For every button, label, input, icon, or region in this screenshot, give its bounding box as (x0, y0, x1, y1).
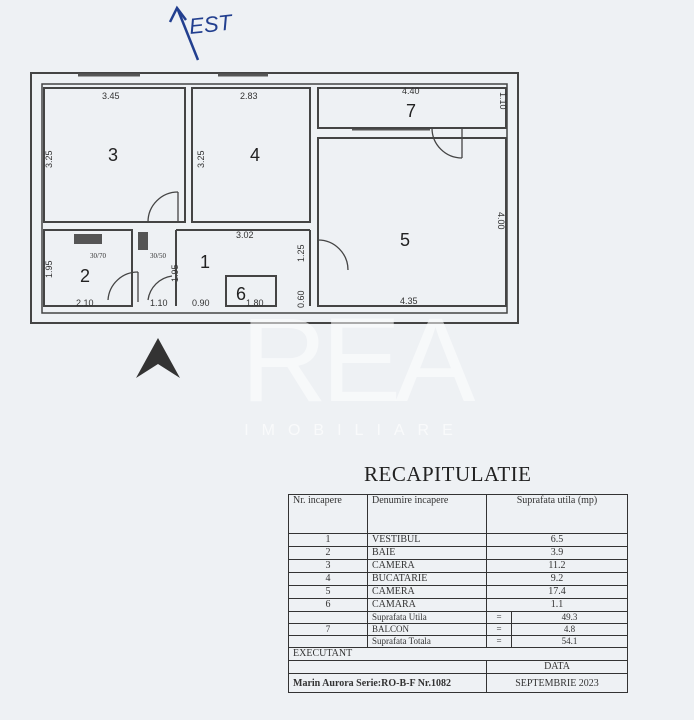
sum-totala-eq: = (486, 635, 512, 648)
watermark-subtitle: IMOBILIARE (244, 422, 466, 439)
author-serie: Serie:RO-B-F Nr.1082 (356, 677, 451, 689)
recap-title: RECAPITULATIE (364, 462, 532, 486)
row-nr: 5 (288, 585, 368, 599)
row-nr: 3 (288, 559, 368, 573)
dim-balcony-width: 4.40 (402, 86, 420, 96)
floor-plan: EST (30, 5, 519, 378)
row-name: CAMERA (367, 559, 487, 573)
row-area: 17.4 (486, 585, 628, 599)
outer-wall (30, 72, 519, 324)
dim-door-width: 1.10 (150, 298, 168, 308)
row-nr: 1 (288, 533, 368, 547)
dim-180: 1.80 (246, 298, 264, 308)
dim-room5-width: 4.35 (400, 296, 418, 306)
row-name: CAMARA (367, 598, 487, 612)
fixture-size-a: 30/70 (90, 252, 106, 260)
orientation-label: EST (188, 9, 235, 38)
executant-label: EXECUTANT (288, 647, 628, 661)
dim-090: 0.90 (192, 298, 210, 308)
entrance-arrow-icon (136, 338, 180, 378)
author-name: Marin Aurora (293, 677, 354, 689)
dim-room3-width: 3.45 (102, 91, 120, 101)
dim-060: 0.60 (296, 290, 306, 308)
row-nr: 4 (288, 572, 368, 586)
row-nr: 6 (288, 598, 368, 612)
row-area: 1.1 (486, 598, 628, 612)
dim-room5-height: 4.00 (496, 212, 506, 230)
dim-room4-height: 3.25 (196, 150, 206, 168)
balcon-label: BALCON (367, 623, 487, 636)
balcon-value: 4.8 (511, 623, 628, 636)
header-sup: Suprafata utila (mp) (486, 494, 628, 534)
header-den: Denumire incapere (367, 494, 487, 534)
recap-table: Nr. incapere Denumire incapere Suprafata… (288, 494, 628, 693)
room-number-2: 2 (80, 266, 90, 286)
watermark-logo: REA (240, 293, 476, 427)
row-area: 6.5 (486, 533, 628, 547)
data-label: DATA (486, 660, 628, 674)
dim-hall-height: 1.95 (170, 264, 180, 282)
row-area: 3.9 (486, 546, 628, 560)
dim-room2-width: 2.10 (76, 298, 94, 308)
date-value: SEPTEMBRIE 2023 (486, 673, 628, 693)
dim-balcony-depth: 1.10 (498, 92, 508, 110)
balcon-eq: = (486, 623, 512, 636)
row-name: VESTIBUL (367, 533, 487, 547)
sum-utila-eq: = (486, 611, 512, 624)
watermark: REA IMOBILIARE (210, 300, 500, 440)
room-number-4: 4 (250, 145, 260, 165)
row-nr: 2 (288, 546, 368, 560)
room-number-3: 3 (108, 145, 118, 165)
row-name: CAMERA (367, 585, 487, 599)
room-number-1: 1 (200, 252, 210, 272)
header-nr: Nr. incapere (288, 494, 368, 534)
sum-utila-value: 49.3 (511, 611, 628, 624)
dim-hall-width: 3.02 (236, 230, 254, 240)
dim-room4-width: 2.83 (240, 91, 258, 101)
row-area: 11.2 (486, 559, 628, 573)
fixture-size-b: 30/50 (150, 252, 166, 260)
room-number-6: 6 (236, 284, 246, 304)
room-number-5: 5 (400, 230, 410, 250)
dim-125: 1.25 (296, 244, 306, 262)
room-number-7: 7 (406, 101, 416, 121)
dim-room3-height: 3.25 (44, 150, 54, 168)
sum-totala-value: 54.1 (511, 635, 628, 648)
sum-totala-label: Suprafata Totala (367, 635, 487, 648)
dim-room2-height: 1.95 (44, 260, 54, 278)
sum-utila-label: Suprafata Utila (367, 611, 487, 624)
orientation-arrow-icon (168, 5, 200, 61)
row-name: BUCATARIE (367, 572, 487, 586)
row-name: BAIE (367, 546, 487, 560)
row-area: 9.2 (486, 572, 628, 586)
balcon-nr: 7 (288, 623, 368, 636)
